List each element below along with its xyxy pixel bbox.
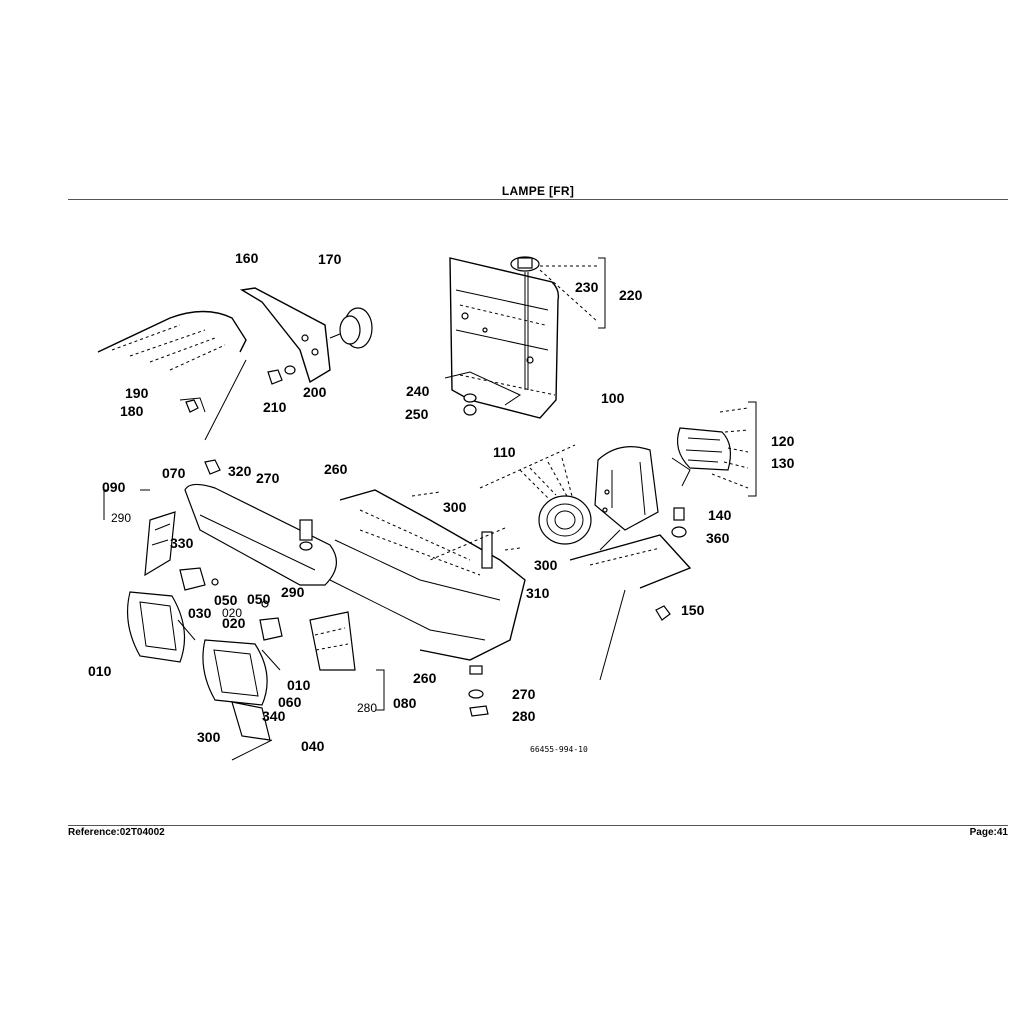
part-label: 160	[235, 250, 259, 266]
part-label: 300	[197, 729, 221, 745]
callout-leaders-220	[539, 265, 599, 323]
part-label: 270	[512, 686, 536, 702]
reference-number: Reference:02T04002	[68, 827, 165, 838]
part-label: 230	[575, 279, 599, 295]
lens-cover	[309, 611, 356, 671]
hood-panel	[97, 310, 247, 441]
part-label: 030	[188, 605, 212, 621]
part-label: 200	[303, 384, 327, 400]
right-headlamp	[202, 639, 281, 706]
part-label: 290	[281, 584, 305, 600]
part-label: 020	[222, 606, 242, 620]
grommet	[463, 393, 477, 416]
nut-320	[204, 459, 221, 475]
rear-lamp	[671, 427, 732, 487]
header-divider	[68, 199, 1008, 200]
drawing-code: 66455-994-10	[530, 745, 588, 754]
front-grille-lamp	[519, 457, 592, 545]
side-mirror-panel	[144, 511, 176, 577]
front-guard-bar	[184, 483, 337, 586]
bolts-140-360	[655, 507, 687, 621]
support-post	[468, 531, 493, 717]
bracket-080	[376, 669, 385, 711]
page-number: Page:41	[969, 827, 1008, 838]
lamp-housing	[594, 446, 659, 551]
nut-and-washer	[185, 365, 296, 413]
headlamp-bracket	[179, 567, 283, 641]
page-title: LAMPE [FR]	[501, 184, 575, 198]
part-label: 250	[405, 406, 429, 422]
part-label: 080	[393, 695, 417, 711]
part-label: 150	[681, 602, 705, 618]
bracket-220	[598, 257, 606, 329]
part-label: 260	[413, 670, 437, 686]
part-label: 040	[301, 738, 325, 754]
part-label: 090	[102, 479, 126, 495]
part-label: 340	[262, 708, 286, 724]
part-label: 020	[222, 615, 246, 631]
part-label: 050	[247, 591, 271, 607]
part-label: 100	[601, 390, 625, 406]
part-label: 010	[88, 663, 112, 679]
part-label: 280	[512, 708, 536, 724]
part-label: 210	[263, 399, 287, 415]
part-label: 070	[162, 465, 186, 481]
part-label: 060	[278, 694, 302, 710]
footer-divider	[68, 825, 1008, 826]
part-label: 240	[406, 383, 430, 399]
part-label: 180	[120, 403, 144, 419]
part-label: 130	[771, 455, 795, 471]
part-label: 170	[318, 251, 342, 267]
part-label: 220	[619, 287, 643, 303]
part-label: 330	[170, 535, 194, 551]
part-label: 300	[443, 499, 467, 515]
callout-leaders-300	[411, 491, 521, 561]
part-label: 300	[534, 557, 558, 573]
part-label: 010	[287, 677, 311, 693]
part-label: 190	[125, 385, 149, 401]
part-label: 320	[228, 463, 252, 479]
mount-plate	[231, 701, 273, 761]
part-label: 290	[111, 511, 131, 525]
part-label: 050	[214, 592, 238, 608]
left-headlamp	[126, 591, 196, 663]
part-label: 260	[324, 461, 348, 477]
bracket-090	[103, 489, 150, 520]
callout-leader-110	[479, 444, 576, 489]
key-switch	[510, 256, 540, 390]
part-label: 280	[357, 701, 377, 715]
part-label: 360	[706, 530, 730, 546]
part-label: 140	[708, 507, 732, 523]
work-lamp-bracket	[239, 287, 331, 384]
part-label: 270	[256, 470, 280, 486]
cover-plate	[444, 257, 560, 419]
bracket-120-130	[748, 401, 757, 497]
callout-leaders-120	[711, 407, 749, 489]
work-lamp	[329, 307, 373, 349]
part-number-labels: 160 170 190 180 210 200 230 220 240 250 …	[88, 250, 795, 754]
chassis-frame	[329, 489, 692, 681]
part-label: 120	[771, 433, 795, 449]
part-label: 110	[493, 444, 516, 460]
part-label: 310	[526, 585, 550, 601]
